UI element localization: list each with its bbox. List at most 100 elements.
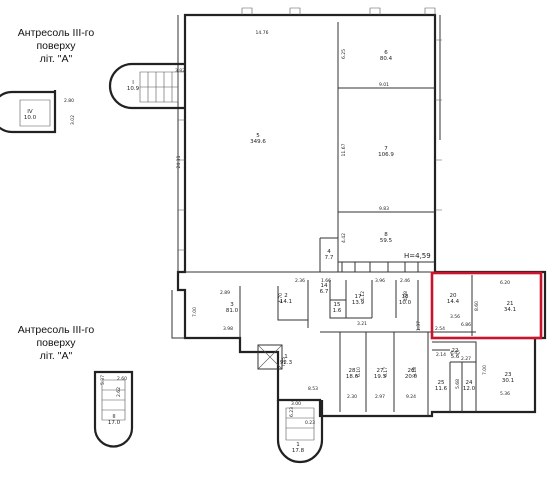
level-mark: Н=4,59 <box>404 252 431 260</box>
dimension-label: 6.10 <box>356 367 362 377</box>
room-number-2: 2 <box>284 293 288 299</box>
room-area-18: 10.0 <box>399 300 412 306</box>
room-number-21: 21 <box>507 301 514 307</box>
dimension-label: 1.66 <box>321 278 331 284</box>
room-area-20: 14.4 <box>447 299 460 305</box>
room-area-4: 7.7 <box>325 255 334 261</box>
room-area-7: 106.9 <box>378 152 394 158</box>
dimension-label: 3.02 <box>70 115 76 125</box>
room-number-15: 15 <box>334 302 341 308</box>
room-number-3: 3 <box>230 302 234 308</box>
stair-tower-bottom <box>276 400 324 464</box>
dimension-label: 0.23 <box>305 420 315 426</box>
room-number-28: 28 <box>349 368 356 374</box>
stair-tower-top <box>108 62 185 110</box>
room-labels: 5349.6680.47106.9859.547.7381.0214.1146.… <box>24 50 516 454</box>
room-number-18: 18 <box>402 294 409 300</box>
dimension-label: 9.01 <box>379 82 389 88</box>
room-number-23: 23 <box>505 372 512 378</box>
room-area-5: 349.6 <box>250 139 266 145</box>
dimension-label: 6.20 <box>500 280 510 286</box>
room-area-21: 34.1 <box>504 307 516 313</box>
room-area-1: 92.3 <box>280 360 293 366</box>
room-area-8: 59.5 <box>380 238 393 244</box>
caption-bottom-title: Антресоль ІІІ-го поверху <box>17 324 95 349</box>
dimension-label: 7.25 <box>281 357 287 367</box>
dimension-label: 2.36 <box>295 278 305 284</box>
room-number-4: 4 <box>327 249 331 255</box>
room-area-26: 20.0 <box>405 374 418 380</box>
dimension-label: 24.11 <box>176 155 182 168</box>
room-area-24: 12.0 <box>463 386 476 392</box>
interior-walls <box>185 22 477 416</box>
room-number-S3: IV <box>27 109 33 115</box>
dimension-label: 7.00 <box>192 307 198 317</box>
room-number-S2: I <box>132 80 134 86</box>
room-area-23: 30.1 <box>502 378 514 384</box>
room-area-22: 5.6 <box>451 354 460 360</box>
dimension-label: 5.37 <box>100 375 106 385</box>
dimension-labels: 14.766.253.829.0111.6724.119.834.422.897… <box>64 30 510 426</box>
dimension-label: 9.18 <box>412 367 418 377</box>
dimension-label: 2.27 <box>461 356 471 362</box>
dimension-label: 3.98 <box>223 326 233 332</box>
dimension-label: 7.00 <box>482 365 488 375</box>
room-area-6: 80.4 <box>380 56 393 62</box>
entrance-bay <box>171 290 185 339</box>
dimension-label: 3.82 <box>175 68 185 74</box>
dimension-label: 8.53 <box>308 386 318 392</box>
dimension-label: 2.14 <box>436 352 446 358</box>
caption-top-title: Антресоль ІІІ-го поверху <box>17 27 95 52</box>
caption-top: Антресоль ІІІ-го поверху літ. "А" <box>0 27 112 66</box>
dimension-label: 5.68 <box>455 379 461 389</box>
caption-top-sub: літ. "А" <box>39 53 73 65</box>
room-number-22: 22 <box>452 348 459 354</box>
room-area-S3: 10.0 <box>24 115 37 121</box>
dimension-label: 8.60 <box>474 301 480 311</box>
room-area-17: 13.9 <box>352 300 365 306</box>
room-number-27: 27 <box>377 368 384 374</box>
caption-bottom-sub: літ. "А" <box>39 350 73 362</box>
room-area-15: 1.6 <box>333 308 342 314</box>
dimension-label: 1.37 <box>416 321 422 331</box>
room-area-S1: 17.8 <box>292 448 305 454</box>
dimension-label: 2.62 <box>116 387 122 397</box>
dimension-label: 4.45 <box>450 350 460 356</box>
room-number-17: 17 <box>355 294 362 300</box>
dimension-label: 3.56 <box>450 314 460 320</box>
room-area-S4: 17.0 <box>108 420 121 426</box>
room-area-S2: 10.9 <box>127 86 140 92</box>
room-number-7: 7 <box>384 146 388 152</box>
room-area-25: 11.6 <box>435 386 448 392</box>
dimension-label: 6.25 <box>341 49 347 59</box>
room-number-1: 1 <box>284 354 288 360</box>
room-area-28: 18.6 <box>346 374 359 380</box>
dimension-label: 11.67 <box>341 143 347 156</box>
dimension-label: 2.97 <box>375 394 385 400</box>
dimension-label: 6.23 <box>289 407 295 417</box>
dimension-label: 6.17 <box>383 367 389 377</box>
room-number-S4: II <box>112 414 116 420</box>
room-number-24: 24 <box>466 380 473 386</box>
dimension-label: 9.83 <box>379 206 389 212</box>
room-area-3: 81.0 <box>226 308 239 314</box>
dimension-label: 4.12 <box>360 291 366 301</box>
dimension-label: 3.96 <box>375 278 385 284</box>
room-number-6: 6 <box>384 50 388 56</box>
room-number-25: 25 <box>438 380 445 386</box>
room-area-2: 14.1 <box>280 299 292 305</box>
dimension-label: 4.42 <box>341 233 347 243</box>
caption-bottom: Антресоль ІІІ-го поверху літ. "А" <box>0 324 112 363</box>
room-number-5: 5 <box>256 133 260 139</box>
dimension-label: 9.24 <box>406 394 416 400</box>
room-number-20: 20 <box>450 293 457 299</box>
exterior-walls <box>176 13 547 418</box>
room-number-S1: 1 <box>296 442 300 448</box>
room-area-27: 19.3 <box>374 374 387 380</box>
dimension-label: 2.54 <box>435 326 445 332</box>
dimension-label: 14.76 <box>256 30 269 36</box>
stair-tower-left <box>0 90 57 134</box>
column-marks <box>178 7 442 251</box>
dimension-label: 2.80 <box>64 98 74 104</box>
